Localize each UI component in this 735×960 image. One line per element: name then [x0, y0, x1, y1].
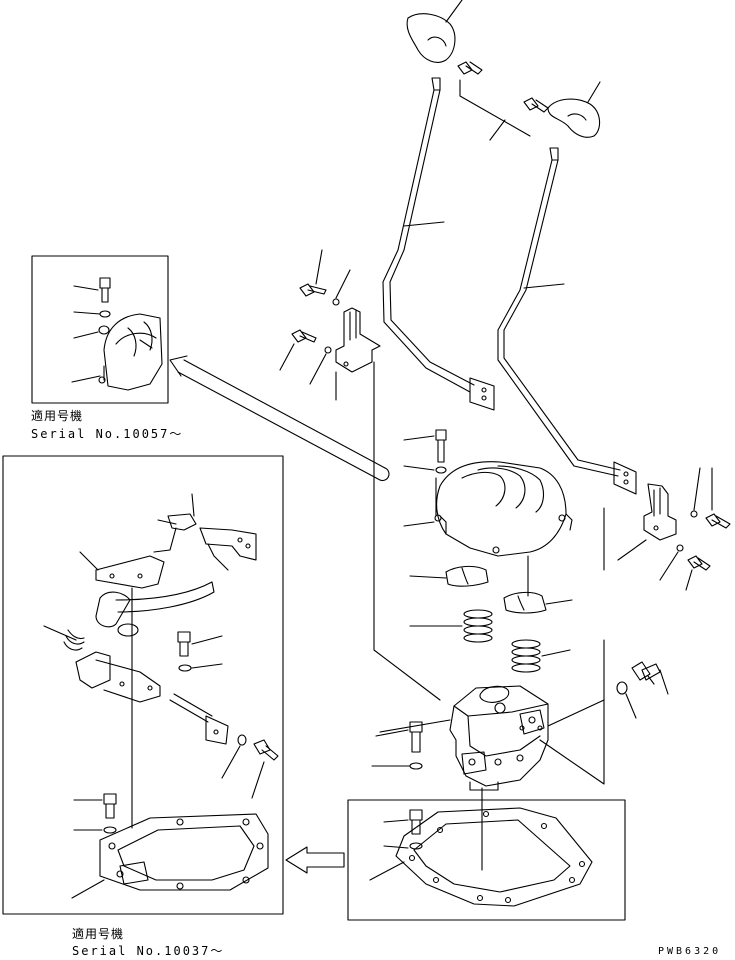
upper-applicable-caption: 適用号機 — [31, 409, 84, 423]
inset-frame-upper — [31, 255, 169, 404]
bolt-lower-inset-3 — [73, 793, 117, 834]
inset-frame-base — [347, 799, 626, 921]
bolt-lower-inset-1 — [177, 631, 223, 672]
leader-line — [373, 361, 441, 701]
lower-serial-caption: Serial No.10037～ — [72, 944, 225, 958]
o-ring — [616, 681, 637, 719]
lever-knob-right — [547, 81, 601, 138]
inset-frame-lower — [2, 455, 284, 915]
bracket-lower-inset — [153, 493, 257, 571]
lower-applicable-caption: 適用号機 — [72, 927, 125, 941]
lever-bracket-right — [617, 467, 731, 591]
plate-bolt-base — [383, 809, 423, 850]
knob-bolt-left — [457, 61, 531, 141]
bracket-bolt-lower — [279, 329, 332, 385]
reference-arrow-lower — [285, 846, 345, 874]
plate-lower-inset — [71, 813, 269, 899]
bolt-upper-inset — [73, 277, 111, 339]
valve-bolt — [371, 721, 423, 770]
control-valve — [379, 685, 605, 871]
upper-serial-caption: Serial No.10057～ — [31, 427, 184, 441]
mounting-plate-base — [369, 807, 593, 907]
leader-line — [539, 507, 605, 785]
drawing-code: PWB6320 — [658, 946, 722, 957]
lever-assembly-lower-inset — [43, 551, 229, 829]
spring-left — [409, 609, 493, 643]
cover-bolt — [403, 429, 447, 517]
bracket-bolt-upper — [299, 249, 351, 306]
lever-knob-left — [406, 0, 463, 63]
control-lever-left — [382, 77, 495, 411]
knob-bolt-right — [523, 97, 549, 113]
valve-cover — [403, 461, 573, 557]
cover-upper-inset — [71, 313, 163, 391]
piston-cap-right — [503, 591, 573, 614]
bolt-lower-inset-2 — [221, 734, 279, 799]
reference-arrow-upper — [169, 355, 390, 482]
spring-right — [511, 639, 571, 673]
control-lever-right — [497, 147, 637, 495]
lever-bracket-left — [335, 307, 381, 401]
hose-fitting — [631, 661, 669, 695]
piston-cap-left — [409, 565, 489, 587]
